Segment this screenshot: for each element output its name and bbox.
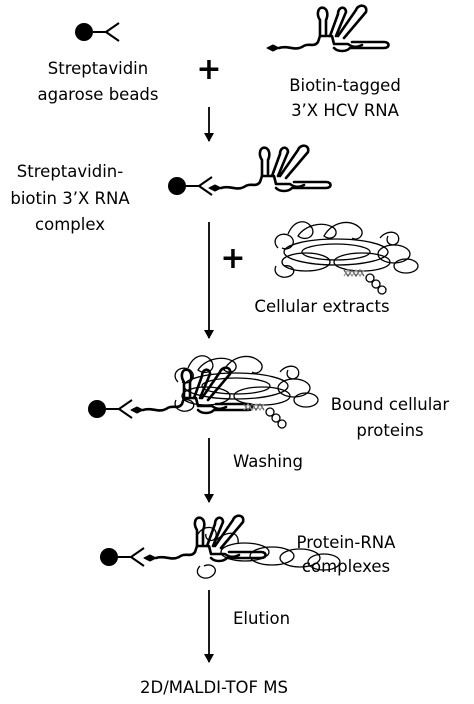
rna-label-line1: Biotin-tagged	[289, 76, 401, 95]
biotin-rna-icon	[207, 144, 332, 193]
bound-label-line1: Bound cellular	[331, 395, 450, 414]
complex-label-line1: Streptavidin-	[17, 162, 123, 181]
bound-label-line2: proteins	[356, 421, 423, 440]
beads-label-line2: agarose beads	[37, 85, 158, 104]
extracts-label: Cellular extracts	[254, 297, 389, 316]
biotin-rna-icon	[265, 4, 390, 53]
plus-sign-1: +	[196, 52, 221, 87]
prc-label-line1: Protein-RNA	[297, 533, 397, 552]
complex-proteins-icon	[196, 526, 341, 579]
streptavidin-bead-icon	[87, 399, 133, 419]
beads-label-line1: Streptavidin	[48, 59, 148, 78]
rna-label-line2: 3’X HCV RNA	[291, 101, 400, 120]
washing-label: Washing	[233, 452, 303, 471]
streptavidin-bead-icon	[74, 22, 120, 42]
elution-label: Elution	[233, 609, 290, 628]
streptavidin-bead-icon	[167, 176, 213, 196]
prc-label-line2: complexes	[302, 557, 390, 576]
complex-label-line2: biotin 3’X RNA	[10, 189, 130, 208]
biotin-rna-icon	[129, 366, 254, 415]
complex-label-line3: complex	[35, 215, 105, 234]
streptavidin-bead-icon	[99, 547, 145, 567]
cellular-proteins-icon	[274, 221, 419, 295]
final-step-label: 2D/MALDI-TOF MS	[140, 678, 288, 697]
biotin-rna-icon	[142, 514, 267, 563]
plus-sign-2: +	[220, 241, 245, 276]
